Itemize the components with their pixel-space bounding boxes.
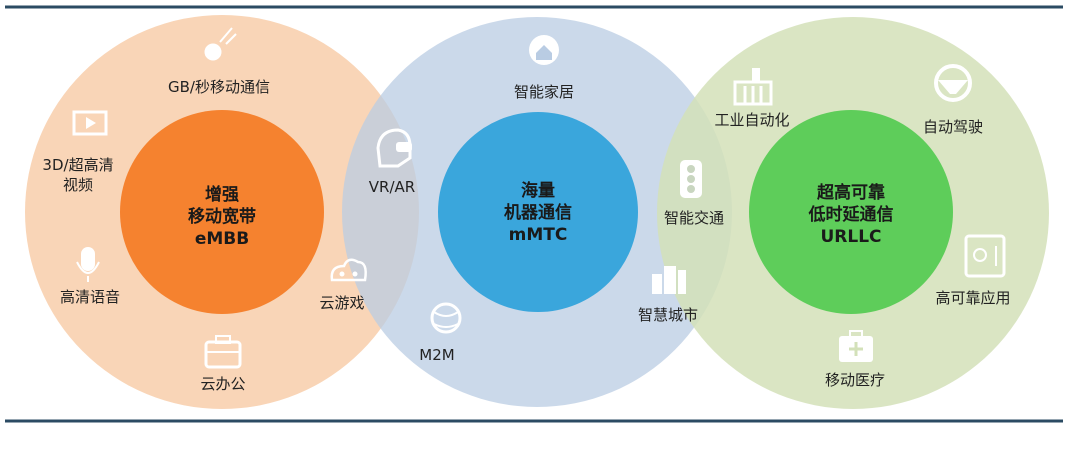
embb-title: 增强 移动宽带 eMBB [188, 184, 256, 249]
item-high-reliability-apps: 高可靠应用 [935, 289, 1010, 307]
rocket-icon [204, 27, 237, 61]
globe-network-icon [430, 302, 462, 334]
item-mobile-medical: 移动医疗 [825, 371, 885, 389]
urllc-title: 超高可靠 低时延通信 URLLC [808, 182, 894, 247]
item-3d-uhd-video-line1: 3D/超高清 [42, 156, 113, 174]
item-autonomous-driving: 自动驾驶 [923, 118, 983, 136]
mmtc-title: 海量 机器通信 mMTC [504, 180, 572, 245]
city-buildings-icon [652, 266, 686, 294]
item-cloud-office: 云办公 [200, 375, 245, 393]
item-hd-voice: 高清语音 [60, 288, 120, 306]
embb-title-line2: 移动宽带 [188, 206, 256, 227]
embb-title-line1: 增强 [205, 184, 239, 205]
item-smart-traffic: 智能交通 [664, 209, 724, 227]
mmtc-title-line3: mMTC [509, 225, 568, 245]
traffic-light-icon [680, 160, 702, 198]
safe-icon [964, 234, 1006, 278]
item-vr-ar: VR/AR [369, 178, 415, 196]
urllc-title-line1: 超高可靠 [817, 182, 885, 203]
urllc-title-line2: 低时延通信 [808, 204, 894, 225]
embb-title-line3: eMBB [195, 229, 249, 249]
briefcase-icon [204, 335, 242, 369]
item-smart-city: 智慧城市 [638, 306, 698, 324]
mmtc-title-line1: 海量 [521, 180, 555, 201]
embb-inner-circle [120, 110, 324, 314]
factory-icon [733, 68, 773, 106]
video-icon [72, 110, 108, 136]
item-smart-home: 智能家居 [514, 83, 574, 101]
vr-headset-icon [376, 128, 412, 168]
home-icon [529, 35, 559, 65]
item-cloud-gaming: 云游戏 [319, 294, 364, 312]
urllc-inner-circle [749, 110, 953, 314]
item-gbps-mobile: GB/秒移动通信 [168, 78, 270, 96]
gamepad-cloud-icon [330, 258, 367, 282]
mmtc-inner-circle [438, 112, 638, 312]
item-industrial-automation: 工业自动化 [714, 111, 789, 129]
item-m2m: M2M [419, 346, 454, 364]
item-3d-uhd-video-line2: 视频 [63, 176, 93, 194]
urllc-title-line3: URLLC [820, 227, 881, 247]
medical-kit-icon [839, 330, 873, 362]
microphone-icon [76, 247, 100, 282]
mmtc-title-line2: 机器通信 [504, 202, 572, 223]
steering-wheel-icon [934, 64, 972, 102]
